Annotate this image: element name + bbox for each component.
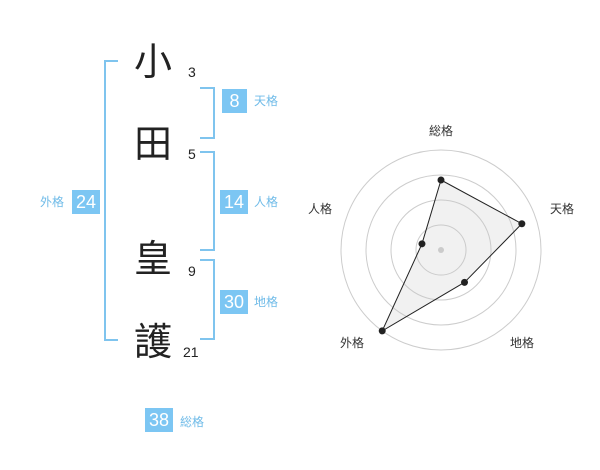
gaikaku-bracket xyxy=(104,60,118,341)
axis-label-soukaku: 総格 xyxy=(429,123,453,138)
radar-points xyxy=(378,176,526,335)
name-char-1: 小 xyxy=(133,40,172,84)
jinkaku-label: 人格 xyxy=(254,195,279,209)
axis-label-chikaku: 地格 xyxy=(510,335,534,350)
name-char-2: 田 xyxy=(133,122,172,166)
radar-point-3 xyxy=(378,327,386,335)
radar-shape xyxy=(381,179,523,333)
radar-ring-3 xyxy=(365,174,517,326)
stroke-count-3: 9 xyxy=(188,263,196,279)
gaikaku-label: 外格 xyxy=(40,195,65,209)
stroke-count-1: 3 xyxy=(188,64,196,80)
soukaku-label: 総格 xyxy=(180,415,205,429)
jinkaku-badge: 14 xyxy=(220,190,249,214)
radar-point-2 xyxy=(461,278,469,286)
tenkaku-badge: 8 xyxy=(222,89,247,113)
stroke-count-4: 21 xyxy=(183,344,199,360)
radar-polygon xyxy=(381,179,523,333)
axis-label-tenkaku: 天格 xyxy=(550,201,574,216)
radar-ring-4 xyxy=(340,149,542,351)
radar-chart: 総格 天格 地格 外格 人格 xyxy=(308,123,574,351)
radar-center xyxy=(438,247,444,253)
name-char-3: 皇 xyxy=(133,237,172,281)
name-char-4: 護 xyxy=(133,320,172,364)
radar-point-1 xyxy=(518,220,526,228)
radar-point-0 xyxy=(437,176,445,184)
jinkaku-bracket xyxy=(200,151,215,251)
chikaku-badge: 30 xyxy=(220,290,249,314)
stroke-count-2: 5 xyxy=(188,146,196,162)
tenkaku-label: 天格 xyxy=(254,94,279,108)
radar-ring-2 xyxy=(390,199,492,301)
radar-point-4 xyxy=(418,240,426,248)
chikaku-label: 地格 xyxy=(254,295,279,309)
soukaku-badge: 38 xyxy=(145,408,174,432)
axis-label-gaikaku: 外格 xyxy=(340,335,364,350)
radar-rings xyxy=(340,149,542,351)
radar-ring-1 xyxy=(415,224,467,276)
gaikaku-badge: 24 xyxy=(72,190,101,214)
chikaku-bracket xyxy=(200,259,215,340)
tenkaku-bracket xyxy=(200,87,215,139)
axis-label-jinkaku: 人格 xyxy=(308,201,332,216)
